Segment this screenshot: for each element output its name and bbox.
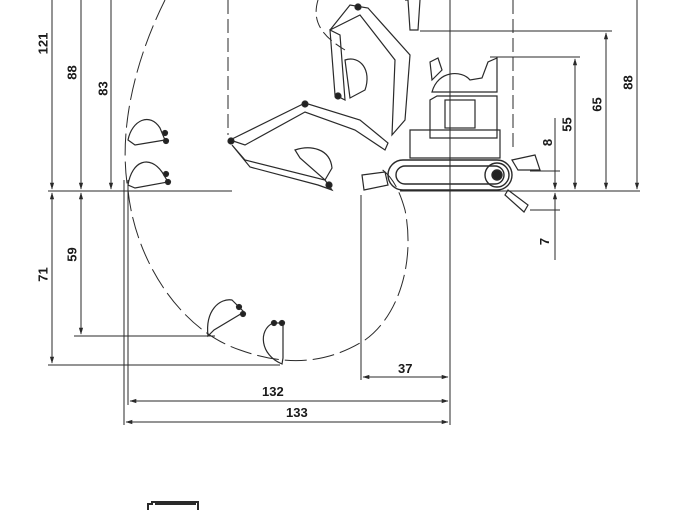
dim-label-max-digging-depth: 71 [35, 267, 51, 282]
bucket-position-3 [207, 299, 247, 338]
dim-label-max-digging-reach: 133 [286, 405, 308, 420]
excavator-track [387, 159, 513, 191]
dim-label-dump-height-inner: 83 [95, 81, 111, 96]
extended-boom-arm [227, 100, 389, 192]
excavator-cab [405, 0, 501, 159]
working-range-arc [124, 0, 409, 362]
upper-swing-arc [315, 0, 346, 51]
dim-label-max-digging-reach-ground: 132 [262, 384, 284, 399]
dozer-blade-front [504, 154, 541, 213]
dim-label-max-vertical-wall-depth: 59 [64, 247, 80, 262]
bucket-position-1 [127, 118, 170, 146]
dim-label-tail-reach: 37 [398, 361, 413, 376]
dim-label-blade-drop-depth: 7 [537, 237, 553, 246]
small-machine-icon [147, 501, 199, 510]
dim-label-max-digging-height: 121 [35, 32, 51, 55]
dim-label-max-dump-height: 88 [64, 65, 80, 80]
raised-boom-arm [329, 3, 411, 137]
bucket-position-4 [262, 319, 286, 365]
dim-label-seat-height: 55 [559, 117, 575, 132]
dim-label-overall-height: 88 [620, 75, 636, 90]
bucket-position-2 [127, 161, 172, 189]
dim-label-blade-lift-height: 8 [540, 138, 556, 147]
dim-label-canopy-height: 65 [589, 97, 605, 112]
dozer-blade-rear [361, 171, 389, 191]
